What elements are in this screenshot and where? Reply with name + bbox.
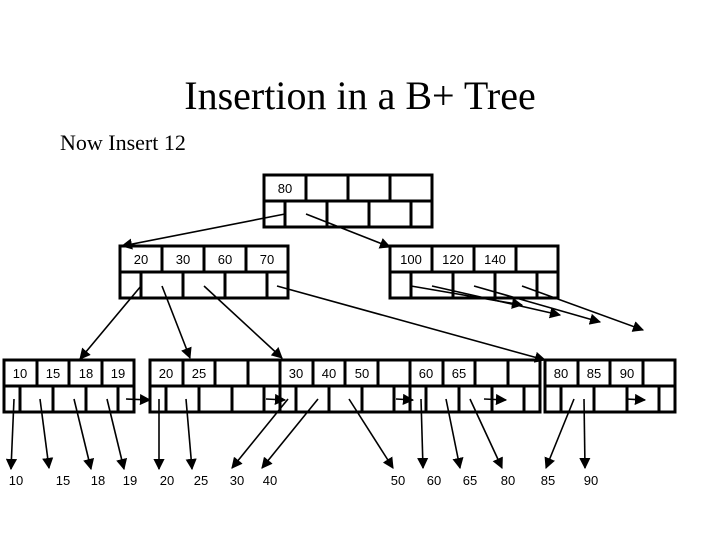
leaf-data-arrow-8	[261, 398, 319, 469]
leaf-sibling-arrow-2	[265, 393, 287, 406]
level2-node-4-key-2: 65	[452, 366, 466, 381]
internal-left-key-1: 20	[134, 252, 148, 267]
internal-node-right	[388, 244, 560, 300]
level2-node-3-key-3: 50	[355, 366, 369, 381]
leaf-sibling-arrow-3	[395, 393, 415, 405]
internal-node-left	[118, 244, 290, 300]
leaf-data-arrow-9	[348, 398, 394, 469]
leaf-sibling-arrow-5	[625, 393, 647, 406]
level2-node-1-key-3: 18	[79, 366, 93, 381]
leaf-data-arrow-4	[106, 398, 128, 471]
internal-right-key-2: 120	[442, 252, 464, 267]
root-key-1: 80	[278, 181, 292, 196]
level2-node-5-key-3: 90	[620, 366, 634, 381]
data-record-14: 90	[584, 473, 598, 488]
internal-right-pointer-arrow-3	[473, 285, 602, 325]
leaf-data-arrow-2	[39, 398, 54, 470]
diagram-title: Insertion in a B+ Tree	[184, 73, 536, 118]
internal-right-pointer-arrow-4	[521, 285, 645, 332]
leaf-data-arrow-7	[231, 398, 289, 469]
data-record-4: 19	[123, 473, 137, 488]
internal-left-key-3: 60	[218, 252, 232, 267]
level2-node-4-key-1: 60	[419, 366, 433, 381]
level2-node-5-key-1: 80	[554, 366, 568, 381]
data-record-10: 60	[427, 473, 441, 488]
level2-node-2-key-1: 20	[159, 366, 173, 381]
internal-left-key-2: 30	[176, 252, 190, 267]
data-record-3: 18	[91, 473, 105, 488]
leaf-data-arrow-11	[445, 398, 464, 470]
data-record-5: 20	[160, 473, 174, 488]
level2-node-2-key-2: 25	[192, 366, 206, 381]
data-record-13: 85	[541, 473, 555, 488]
internal-left-pointer-arrow-4	[276, 285, 547, 363]
data-record-12: 80	[501, 473, 515, 488]
data-record-8: 40	[263, 473, 277, 488]
leaf-data-arrow-3	[73, 398, 95, 471]
internal-right-pointer-arrow-2	[431, 285, 562, 319]
leaf-data-arrow-12	[469, 398, 503, 470]
diagram-subtitle: Now Insert 12	[60, 130, 186, 155]
internal-left-pointer-arrow-3	[203, 285, 283, 359]
data-record-1: 10	[9, 473, 23, 488]
root-pointer-arrow-2	[305, 213, 392, 249]
data-record-7: 30	[230, 473, 244, 488]
data-record-11: 65	[463, 473, 477, 488]
data-record-9: 50	[391, 473, 405, 488]
leaf-sibling-arrow-4	[483, 393, 508, 406]
leaf-data-arrow-1	[5, 398, 18, 471]
level2-node-1-key-2: 15	[46, 366, 60, 381]
leaf-sibling-arrow-1	[125, 393, 152, 406]
level2-node-1	[2, 358, 136, 414]
data-record-2: 15	[56, 473, 70, 488]
leaf-data-arrow-13	[544, 398, 575, 470]
level2-node-3-key-2: 40	[322, 366, 336, 381]
root-node	[262, 173, 434, 229]
leaf-data-arrow-14	[579, 398, 591, 470]
internal-right-key-1: 100	[400, 252, 422, 267]
root-pointer-arrow-1	[120, 213, 286, 250]
internal-left-pointer-arrow-2	[161, 285, 192, 360]
leaf-data-arrow-6	[185, 398, 197, 471]
internal-left-pointer-arrow-1	[79, 285, 142, 360]
leaf-data-arrow-10	[417, 398, 429, 470]
level2-node-5-key-2: 85	[587, 366, 601, 381]
internal-left-key-4: 70	[260, 252, 274, 267]
level2-node-4	[408, 358, 542, 414]
level2-node-3	[278, 358, 412, 414]
internal-right-key-3: 140	[484, 252, 506, 267]
level2-node-1-key-1: 10	[13, 366, 27, 381]
data-record-6: 25	[194, 473, 208, 488]
level2-node-1-key-4: 19	[111, 366, 125, 381]
level2-node-3-key-1: 30	[289, 366, 303, 381]
